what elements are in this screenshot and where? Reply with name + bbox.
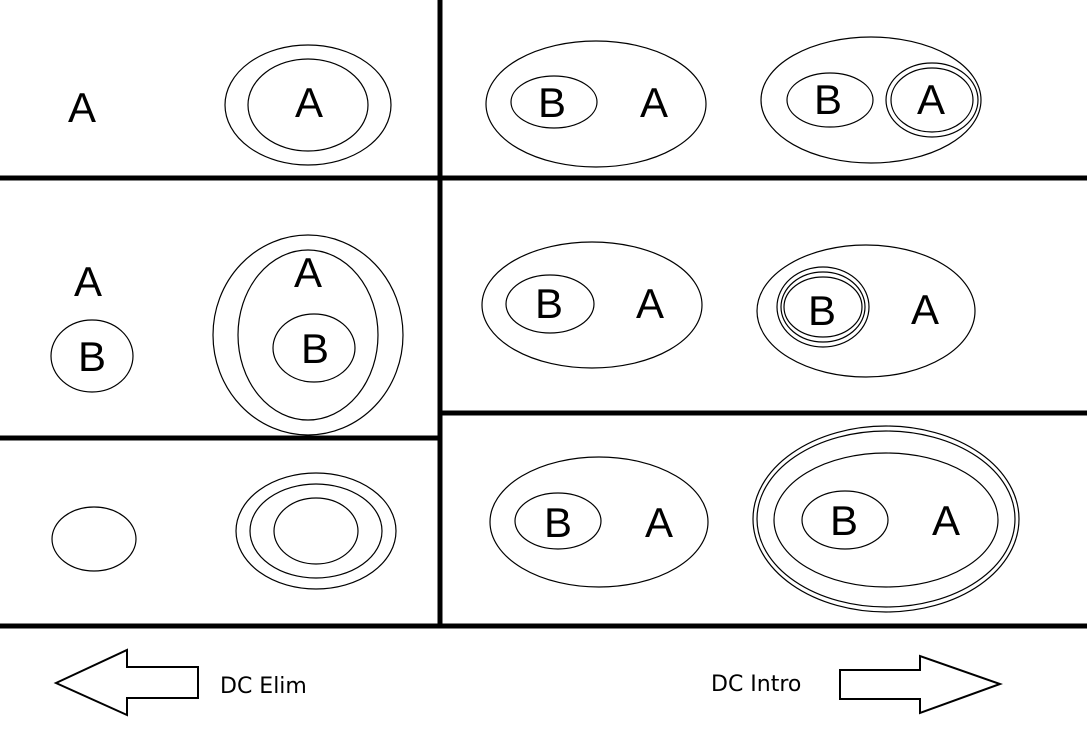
cut-b xyxy=(514,492,602,550)
cut-third xyxy=(773,452,999,588)
cut-outermost xyxy=(752,425,1020,613)
letter-a: A xyxy=(640,79,668,126)
letter-b: B xyxy=(538,79,566,126)
elim-caption: DC Elim xyxy=(220,674,307,699)
letter-a: A xyxy=(295,79,323,126)
letter-a: A xyxy=(917,76,945,123)
panel-left-3 xyxy=(51,472,397,590)
letter-a: A xyxy=(911,286,939,333)
panel-left-1: A A xyxy=(68,44,392,166)
cut-b xyxy=(801,490,889,550)
letter-b: B xyxy=(78,333,106,380)
cut-b-inner xyxy=(783,276,863,338)
cut-b xyxy=(50,319,134,393)
cut-inner xyxy=(247,58,369,152)
cut-b xyxy=(272,313,356,383)
letter-a: A xyxy=(68,84,96,131)
cut-b-outer xyxy=(776,266,870,348)
cut-outer xyxy=(489,456,709,588)
letter-b: B xyxy=(830,497,858,544)
letter-a: A xyxy=(636,280,664,327)
panel-left-2: A B A B xyxy=(50,234,404,436)
letter-a: A xyxy=(645,499,673,546)
letter-b: B xyxy=(544,499,572,546)
cut-outer xyxy=(481,241,703,369)
panel-grid xyxy=(0,0,1087,629)
cut-outer xyxy=(235,472,397,590)
cut-b-middle xyxy=(780,271,866,343)
letter-a: A xyxy=(294,249,322,296)
letter-a: A xyxy=(74,258,102,305)
left-arrow-icon xyxy=(53,648,199,717)
letter-a: A xyxy=(932,497,960,544)
cut-outer xyxy=(760,36,982,164)
panel-right-1: B A B A xyxy=(485,36,982,168)
intro-legend: DC Intro xyxy=(711,654,1003,715)
cut-outer xyxy=(224,44,392,166)
cut-b xyxy=(505,274,595,334)
cut-outer xyxy=(756,244,976,378)
panel-right-3: B A B A xyxy=(489,425,1020,613)
letter-b: B xyxy=(814,76,842,123)
cut-inner xyxy=(273,497,359,565)
letter-b: B xyxy=(808,287,836,334)
cut-a-inner xyxy=(890,67,974,133)
cut-a-outer xyxy=(885,62,979,138)
intro-caption: DC Intro xyxy=(711,672,801,697)
cut-second xyxy=(756,430,1016,608)
cut-b xyxy=(510,75,598,129)
letter-b: B xyxy=(535,280,563,327)
cut-empty xyxy=(51,506,137,572)
cut-b xyxy=(786,72,874,128)
cut-middle xyxy=(249,483,383,579)
letter-b: B xyxy=(301,325,329,372)
panel-right-2: B A B A xyxy=(481,241,976,378)
cut-outer xyxy=(485,40,707,168)
right-arrow-icon xyxy=(839,654,1003,715)
elim-legend: DC Elim xyxy=(53,648,307,717)
cut-inner xyxy=(237,249,379,421)
cut-outer xyxy=(212,234,404,436)
